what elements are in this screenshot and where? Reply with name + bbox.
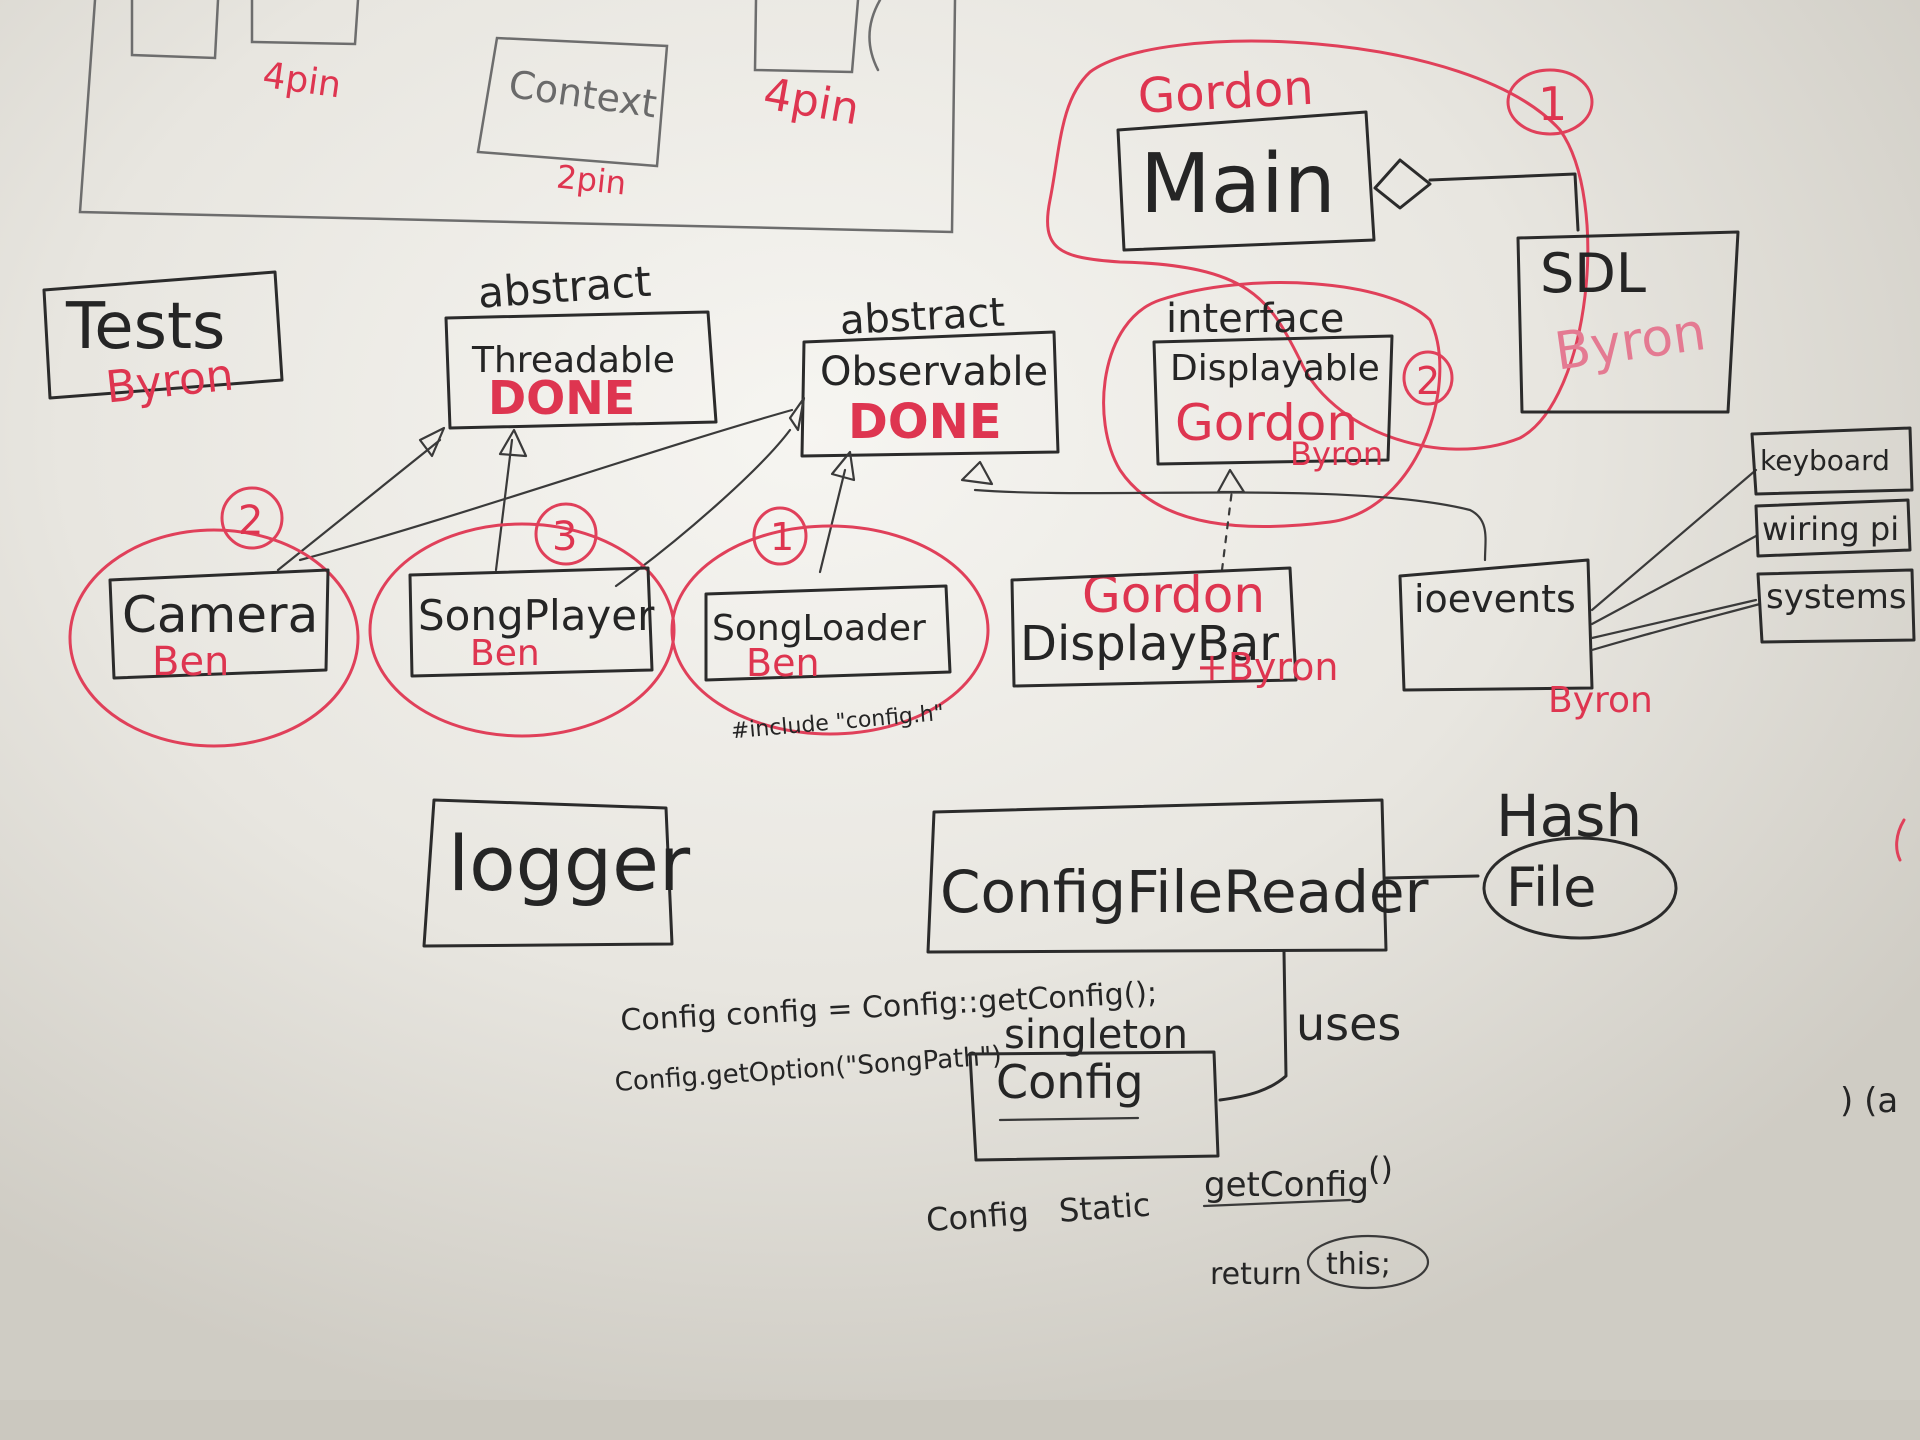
config-label-underline (998, 1116, 1140, 1122)
songplayer-class: 3 SongPlayer Ben (368, 502, 676, 738)
input-box-keyboard (1750, 426, 1914, 496)
songloader-box (704, 584, 952, 682)
hash-file-label: File (1506, 856, 1596, 919)
camera-label: Camera (122, 586, 318, 644)
input-box-systems (1756, 568, 1916, 644)
threadable-label: Threadable (471, 340, 675, 381)
threadable-box (444, 310, 718, 430)
ioevents-inputs-lines (1590, 468, 1762, 652)
songplayer-label: SongPlayer (418, 591, 655, 640)
hash-label: Hash (1496, 782, 1642, 850)
uses-connector (1218, 950, 1288, 1102)
logger-label: logger (448, 819, 691, 908)
displaybar-class: Gordon DisplayBar +Byron (1010, 566, 1339, 689)
songplayer-box (408, 566, 654, 678)
tests-box (42, 270, 284, 400)
group-2-number: 2 (1416, 359, 1440, 403)
config-box (968, 1050, 1220, 1162)
logger-class: logger (422, 798, 691, 948)
threadable-status: DONE (488, 371, 635, 425)
displayable-label: Displayable (1170, 348, 1380, 389)
displayable-class: interface Displayable Gordon Byron 2 (1102, 281, 1454, 529)
songplayer-group-circle (368, 522, 676, 738)
input-wiringpi: wiring pi (1762, 510, 1899, 548)
main-box (1116, 110, 1376, 252)
camera-group-circle (68, 528, 360, 748)
tests-label: Tests (65, 290, 225, 364)
camera-box (108, 568, 330, 680)
displayable-box (1152, 334, 1394, 466)
main-sdl-group: Gordon 1 Main SDL Byron (1046, 39, 1740, 451)
displaybar-box (1010, 566, 1298, 688)
gordon-owner-label: Gordon (1137, 60, 1315, 125)
group-2-number-circle (1402, 350, 1454, 406)
songplayer-number: 3 (552, 514, 577, 560)
input-box-wiringpi (1754, 498, 1912, 558)
displayable-owner: Gordon (1175, 394, 1358, 452)
config-box-label: Config (996, 1055, 1144, 1109)
camera-owner: Ben (152, 639, 229, 685)
right-edge-text: ) (a (1840, 1081, 1898, 1121)
songloader-number: 1 (770, 515, 794, 559)
threadable-stereotype: abstract (476, 257, 652, 318)
ioevents-box (1398, 558, 1594, 692)
displaybar-owner2: +Byron (1196, 645, 1339, 689)
songplayer-owner: Ben (470, 633, 540, 674)
main-sdl-connector (1428, 172, 1580, 232)
config-return-value-circle (1306, 1234, 1430, 1290)
displaybar-label: DisplayBar (1020, 616, 1279, 672)
songloader-group-circle (670, 524, 990, 736)
songloader-label: SongLoader (712, 608, 926, 649)
tests-class: Tests Byron (42, 270, 284, 414)
config-return-value: this; (1326, 1247, 1391, 1282)
main-sdl-diamond (1373, 158, 1432, 210)
songloader-owner: Ben (746, 641, 820, 685)
camera-number: 2 (238, 498, 263, 544)
config-static-method: getConfig (1204, 1165, 1369, 1205)
hash-file-ellipse (1482, 836, 1678, 940)
configfilereader-class: ConfigFileReader Hash File uses (926, 782, 1678, 1102)
group-1-boundary (1046, 39, 1590, 451)
group-2-boundary (1102, 281, 1442, 529)
displayable-owner2: Byron (1290, 435, 1383, 473)
observable-box (800, 330, 1060, 458)
config-stereotype: singleton (1004, 1012, 1188, 1058)
uses-label: uses (1296, 997, 1401, 1051)
input-systems: systems (1766, 577, 1907, 617)
main-box-label: Main (1140, 137, 1336, 232)
config-static-parens: () (1368, 1150, 1393, 1188)
ioevents-owner: Byron (1548, 680, 1653, 721)
configfilereader-label: ConfigFileReader (940, 858, 1429, 926)
observable-class: abstract Observable DONE (800, 290, 1060, 458)
threadable-class: abstract Threadable DONE (444, 257, 718, 430)
reader-file-connector (1384, 874, 1480, 880)
input-list: keyboard wiring pi systems (1750, 426, 1916, 644)
logger-box (422, 798, 674, 948)
sdl-box (1516, 230, 1740, 414)
group-1-number: 1 (1538, 77, 1567, 131)
input-keyboard: keyboard (1760, 444, 1890, 477)
displayable-stereotype: interface (1166, 296, 1344, 342)
config-static-underline (1202, 1198, 1352, 1208)
group-1-number-circle (1506, 68, 1594, 136)
pin-middle-label: 2pin (555, 158, 628, 203)
ioevents-class: ioevents Byron (1398, 468, 1762, 721)
config-return-keyword: return (1210, 1257, 1302, 1292)
camera-class: 2 Camera Ben (68, 486, 360, 748)
observable-label: Observable (820, 349, 1048, 395)
right-edge-fragments: ) (a (1840, 818, 1906, 1121)
observable-status: DONE (848, 394, 1002, 450)
board-ledge (0, 1400, 1920, 1440)
sdl-box-label: SDL (1540, 242, 1646, 305)
ioevents-label: ioevents (1414, 577, 1576, 621)
configfilereader-box (926, 798, 1388, 954)
